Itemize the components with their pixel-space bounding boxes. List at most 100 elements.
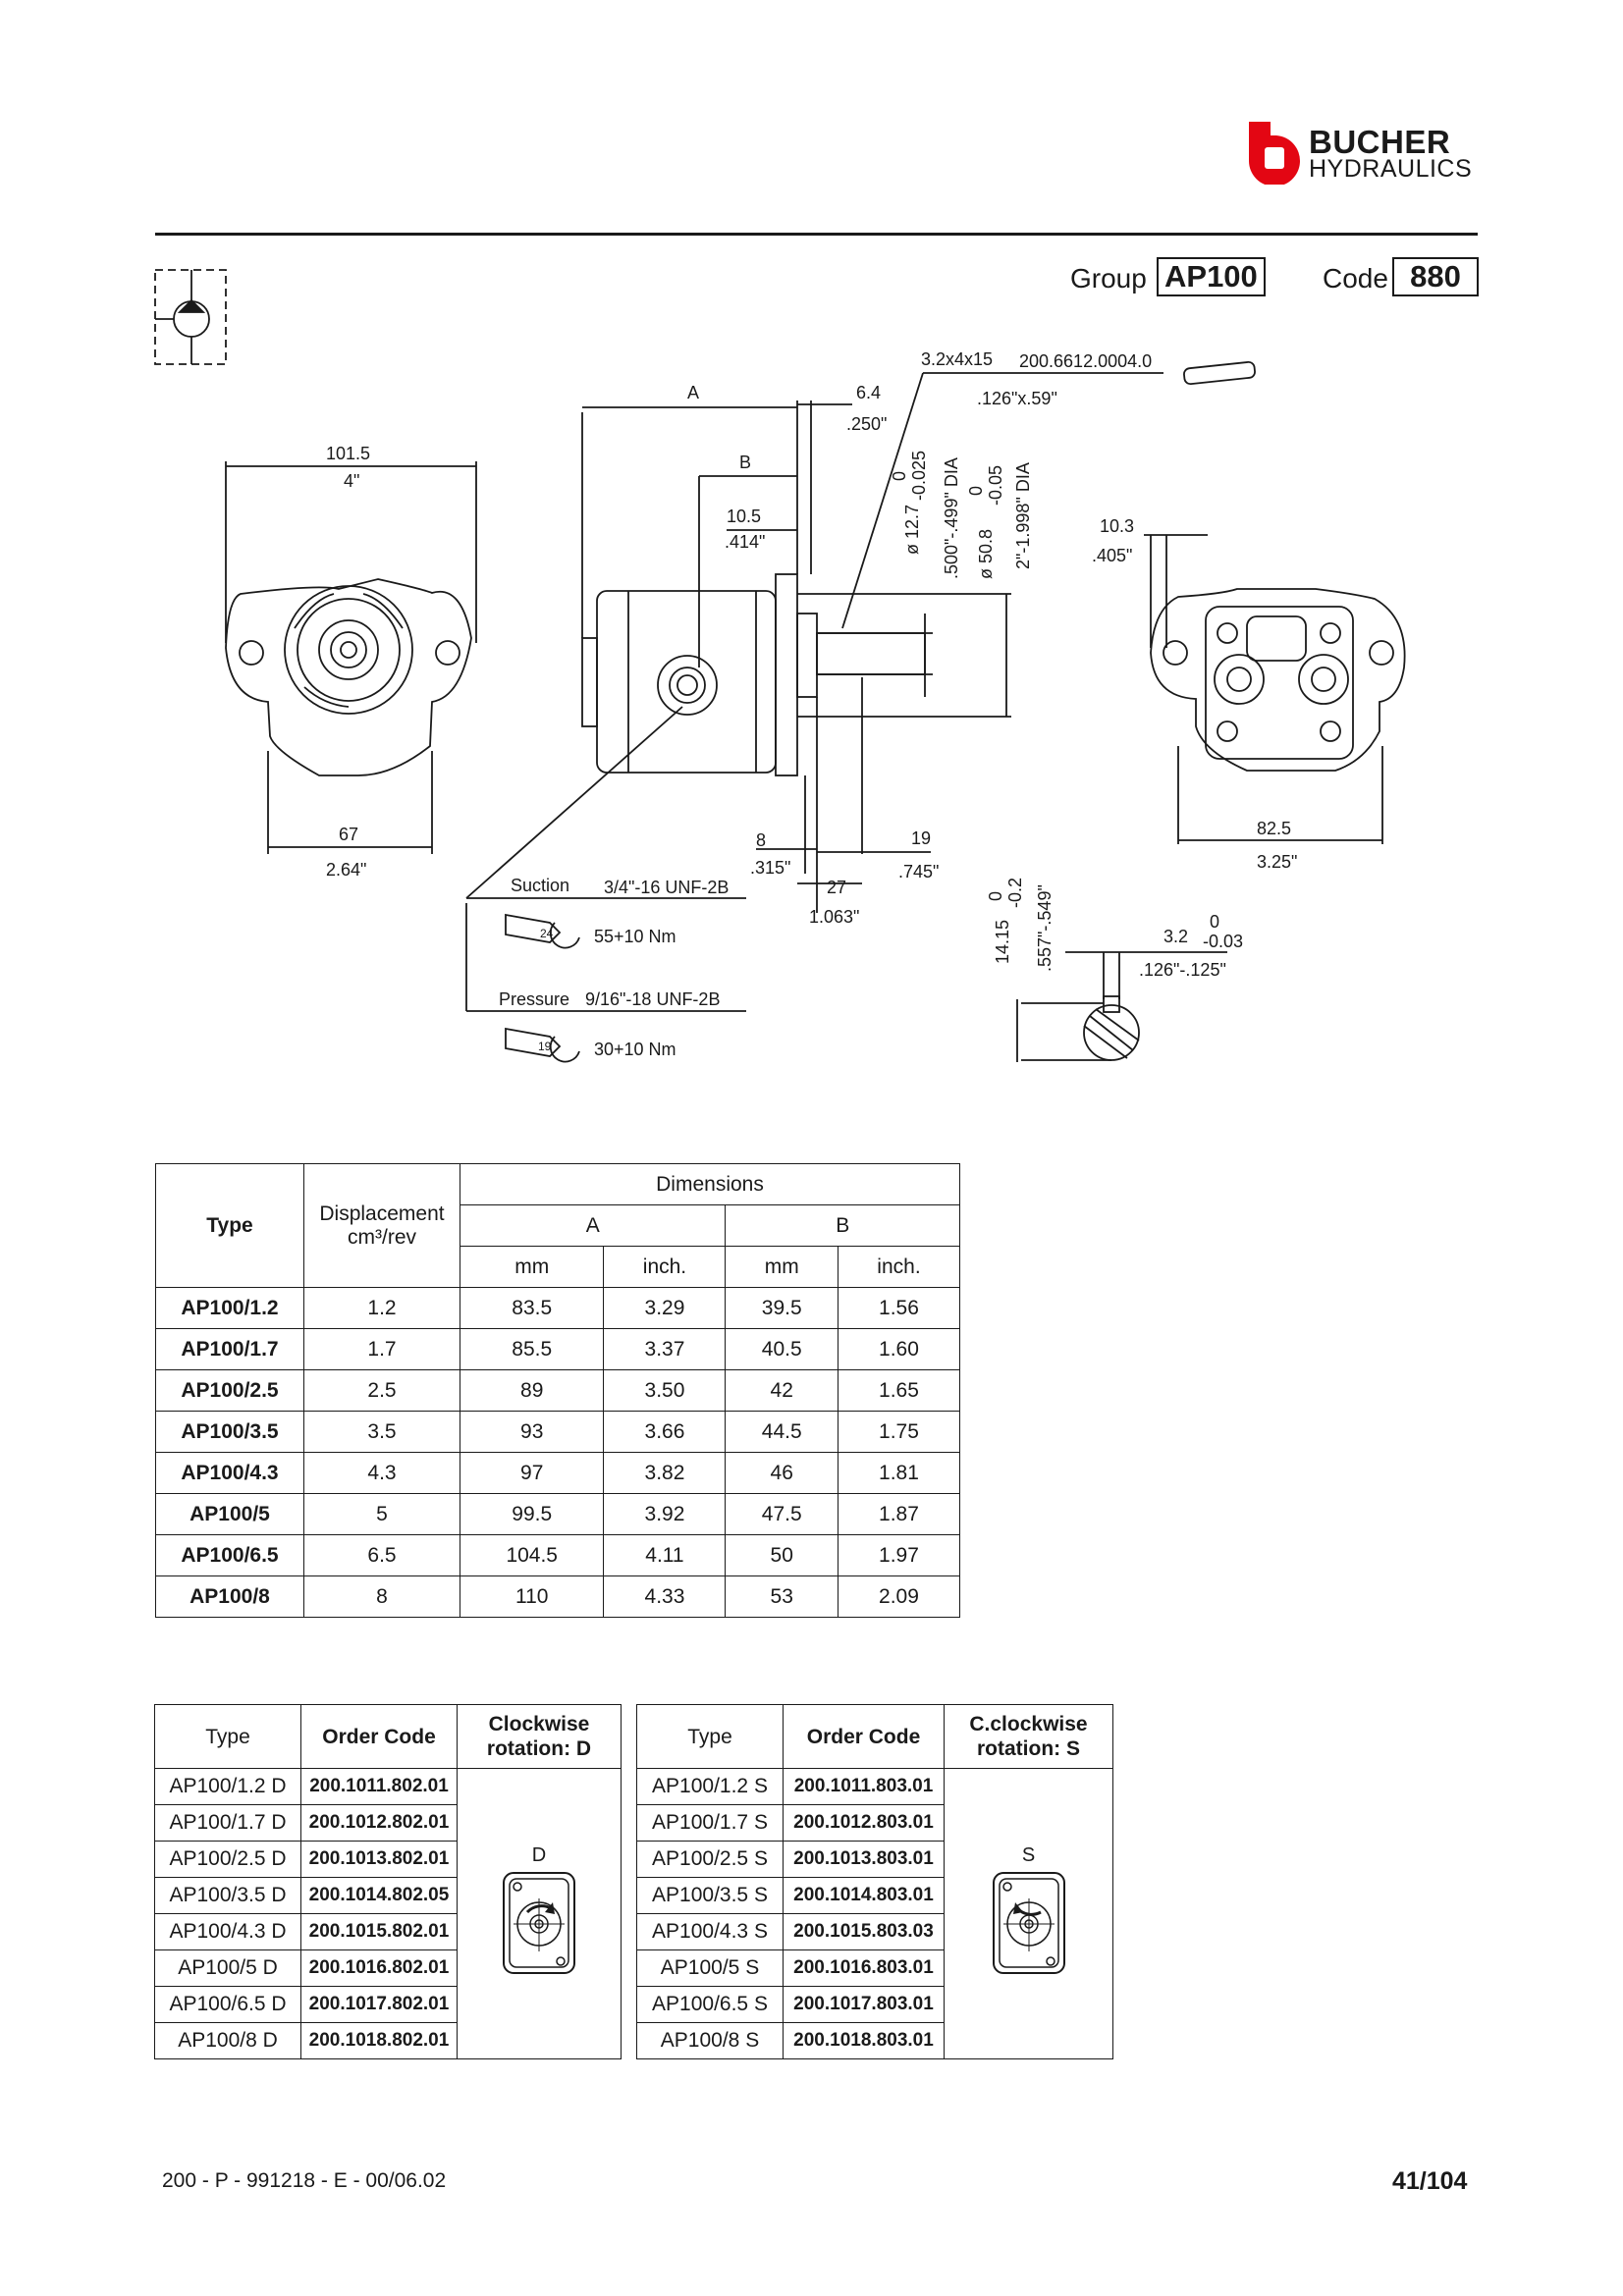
key-tol3: 0 [1210,912,1219,932]
clockwise-rotation-icon [503,1872,575,1974]
cell-order-code: 200.1011.802.01 [300,1768,458,1805]
col-b: B [725,1204,960,1247]
cell-order-code: 200.1016.802.01 [300,1949,458,1987]
dim-10-3: 10.3 [1100,516,1134,536]
cell-b-in: 1.56 [837,1287,961,1329]
key-tol1: 0 [986,891,1005,901]
pilot-tol2: -0.05 [986,465,1005,506]
pressure-label: Pressure [499,989,569,1009]
cell-order-code: 200.1015.802.01 [300,1913,458,1950]
cell-disp: 3.5 [303,1411,460,1453]
cell-type: AP100/5 D [154,1949,301,1987]
cell-type: AP100/2.5 D [154,1841,301,1878]
cell-type: AP100/3.5 S [636,1877,784,1914]
wrench-icon [505,913,580,949]
dim-315: .315" [750,858,790,878]
key-in: .126"x.59" [977,389,1057,408]
suction-label: Suction [511,876,569,895]
cell-a-mm: 89 [459,1369,605,1412]
cell-a-mm: 93 [459,1411,605,1453]
col-displacement-unit: cm³/rev [348,1225,416,1249]
cell-b-mm: 39.5 [725,1287,839,1329]
brand-name: BUCHER [1309,124,1451,160]
ccw-col-type: Type [636,1704,784,1769]
cell-type: AP100/4.3 S [636,1913,784,1950]
ccw-col-code: Order Code [783,1704,945,1769]
cell-type: AP100/1.7 S [636,1804,784,1842]
pressure-thread: 9/16"-18 UNF-2B [585,989,720,1009]
col-displacement: Displacement cm³/rev [303,1163,460,1288]
rear-view [1144,534,1406,844]
cell-type: AP100/8 S [636,2022,784,2059]
cell-order-code: 200.1011.803.01 [783,1768,945,1805]
col-dimensions: Dimensions [460,1163,960,1205]
cell-type: AP100/5 S [636,1949,784,1987]
pump-symbol-icon [154,269,227,365]
cell-order-code: 200.1017.803.01 [783,1986,945,2023]
cell-type: AP100/6.5 D [154,1986,301,2023]
cell-order-code: 200.1015.803.03 [783,1913,945,1950]
document-reference: 200 - P - 991218 - E - 00/06.02 [162,2169,447,2192]
col-b-mm: mm [725,1246,839,1288]
cell-order-code: 200.1012.802.01 [300,1804,458,1842]
cell-type: AP100/1.2 [155,1287,304,1329]
dim-8: 8 [756,830,766,850]
cell-b-mm: 47.5 [725,1493,839,1535]
ccw-rotation-line2: rotation: S [977,1737,1080,1760]
rotation-illustration: S [944,1768,1113,2059]
dim-10-5: 10.5 [727,507,761,526]
dim-745: .745" [898,862,939,881]
cell-b-in: 1.97 [837,1534,961,1576]
cell-type: AP100/6.5 S [636,1986,784,2023]
dim-1063: 1.063" [809,907,859,927]
cell-b-in: 1.87 [837,1493,961,1535]
cell-disp: 1.2 [303,1287,460,1329]
cell-type: AP100/8 [155,1575,304,1618]
shaft-key-section [1016,951,1227,1062]
cell-disp: 4.3 [303,1452,460,1494]
dim-a-label: A [687,383,699,402]
cell-disp: 1.7 [303,1328,460,1370]
brand-subtitle: HYDRAULICS [1309,155,1473,183]
col-a-inch: inch. [603,1246,727,1288]
bucher-logo [1249,122,1300,185]
shaft-in: .500"-.499" DIA [942,457,961,579]
dim-front-width: 101.5 [326,444,370,463]
counterclockwise-order-table: Type Order Code C.clockwise rotation: S … [636,1704,1113,2059]
cell-b-in: 1.81 [837,1452,961,1494]
col-type: Type [155,1163,304,1288]
pilot-tol: 0 [966,486,986,496]
col-displacement-label: Displacement [319,1201,445,1225]
cell-disp: 8 [303,1575,460,1618]
cell-type: AP100/2.5 [155,1369,304,1412]
cell-a-mm: 97 [459,1452,605,1494]
ccw-rotation-line1: C.clockwise [969,1713,1088,1735]
key-in1: .557"-.549" [1035,884,1055,972]
group-value: AP100 [1157,257,1266,296]
cell-disp: 2.5 [303,1369,460,1412]
cell-order-code: 200.1014.802.05 [300,1877,458,1914]
cell-type: AP100/4.3 D [154,1913,301,1950]
dim-front-bottom: 67 [339,825,358,844]
cell-a-mm: 110 [459,1575,605,1618]
cell-type: AP100/1.7 [155,1328,304,1370]
dim-325: 3.25" [1257,852,1297,872]
counterclockwise-rotation-icon [992,1872,1065,1974]
cell-type: AP100/5 [155,1493,304,1535]
cell-type: AP100/4.3 [155,1452,304,1494]
cell-type: AP100/3.5 [155,1411,304,1453]
front-view [225,461,477,854]
cell-a-in: 3.92 [603,1493,727,1535]
dim-b-label: B [739,453,751,472]
wrench-size-2: 19 [538,1040,552,1053]
col-a: A [459,1204,727,1247]
